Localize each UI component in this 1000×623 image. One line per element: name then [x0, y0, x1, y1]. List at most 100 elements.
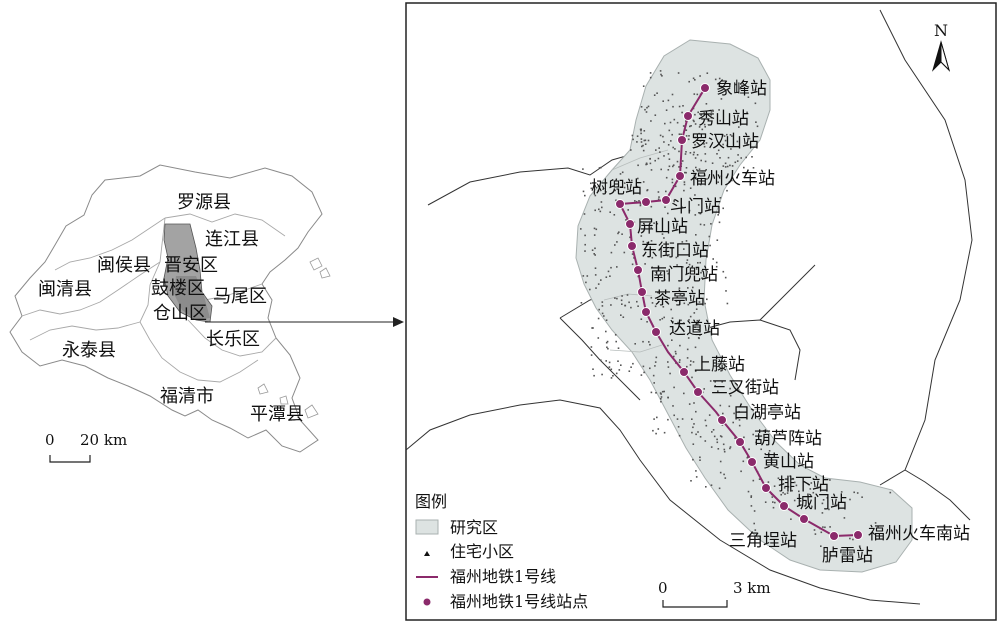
residential-point: [609, 211, 611, 213]
residential-point: [643, 139, 646, 142]
residential-point: [793, 499, 796, 502]
residential-point: [703, 143, 705, 145]
residential-point: [712, 429, 715, 431]
residential-point: [679, 359, 681, 361]
residential-point: [589, 288, 591, 291]
residential-point: [636, 135, 639, 137]
residential-point: [614, 189, 616, 192]
residential-point: [584, 234, 586, 237]
residential-point: [649, 76, 652, 79]
residential-point: [673, 200, 675, 203]
residential-point: [661, 317, 664, 320]
residential-point: [698, 126, 701, 128]
residential-point: [705, 424, 708, 427]
residential-point: [829, 526, 831, 528]
residential-point: [608, 366, 611, 368]
residential-point: [663, 237, 665, 239]
residential-point: [615, 199, 617, 202]
residential-point: [745, 172, 747, 175]
residential-point: [699, 212, 702, 215]
residential-point: [708, 414, 711, 416]
residential-point: [689, 187, 692, 189]
residential-point: [685, 262, 688, 264]
residential-point: [629, 236, 631, 239]
residential-point: [594, 209, 596, 212]
residential-point: [698, 168, 701, 170]
residential-point: [640, 235, 643, 237]
residential-point: [628, 370, 631, 372]
residential-point: [698, 132, 700, 135]
residential-point: [671, 339, 673, 341]
residential-point: [697, 329, 700, 331]
station-marker: [761, 483, 771, 493]
residential-point: [737, 417, 739, 419]
residential-point: [675, 300, 678, 302]
residential-point: [853, 491, 855, 494]
residential-point: [742, 460, 745, 463]
residential-point: [634, 343, 636, 345]
residential-point: [750, 496, 752, 498]
legend-label: 研究区: [450, 518, 498, 537]
overview-scale-bar: 0 20 km: [45, 431, 127, 463]
residential-point: [674, 148, 676, 150]
residential-point: [700, 177, 703, 180]
residential-point: [671, 178, 674, 181]
residential-point: [593, 227, 596, 230]
residential-point: [597, 190, 600, 192]
residential-point: [655, 392, 657, 394]
residential-point: [637, 305, 639, 307]
residential-point: [631, 253, 634, 255]
station-label: 秀山站: [698, 109, 749, 129]
station-label: 三叉街站: [711, 378, 779, 398]
residential-point: [644, 263, 646, 265]
residential-point: [655, 432, 657, 435]
study-district-shade: [174, 276, 210, 320]
residential-point: [737, 389, 739, 391]
residential-point: [638, 200, 640, 202]
residential-point: [705, 269, 707, 272]
station-marker: [637, 287, 647, 297]
residential-point: [677, 321, 679, 324]
residential-point: [640, 318, 643, 320]
residential-point: [642, 240, 645, 243]
residential-point: [720, 98, 723, 100]
residential-point: [618, 369, 621, 371]
residential-point: [617, 360, 619, 362]
residential-point: [642, 181, 645, 183]
residential-point: [699, 75, 701, 77]
residential-point: [594, 254, 596, 256]
detail-scale-bar: 0 3 km: [658, 579, 771, 608]
residential-point: [693, 176, 695, 179]
residential-point: [840, 491, 843, 493]
residential-point: [649, 162, 652, 165]
residential-point: [730, 148, 732, 150]
station-label: 排下站: [778, 475, 829, 495]
residential-point: [654, 365, 656, 367]
residential-point: [795, 484, 798, 487]
residential-point: [738, 126, 740, 128]
residential-point: [661, 390, 664, 393]
residential-point: [682, 125, 685, 127]
residential-point: [737, 154, 739, 156]
residential-point: [724, 477, 727, 479]
residential-point: [666, 254, 669, 257]
residential-point: [592, 368, 594, 370]
residential-point: [631, 179, 633, 182]
residential-point: [599, 210, 602, 213]
residential-point: [699, 223, 702, 226]
residential-point: [681, 111, 683, 114]
residential-point: [722, 165, 725, 167]
residential-point: [852, 538, 854, 541]
residential-point: [583, 213, 586, 215]
residential-point: [856, 492, 859, 494]
residential-point: [655, 356, 658, 359]
residential-point: [705, 169, 707, 171]
residential-point: [623, 182, 626, 184]
detail-map: 象峰站 秀山站 罗汉山站 福州火车站 斗门站 树兜站 屏山站 东街口站 南门兜站…: [405, 2, 997, 621]
residential-point: [622, 316, 625, 318]
residential-point: [601, 206, 603, 209]
residential-point: [621, 171, 624, 174]
station-labels: 象峰站 秀山站 罗汉山站 福州火车站 斗门站 树兜站 屏山站 东街口站 南门兜站…: [591, 79, 970, 566]
residential-point: [821, 502, 824, 505]
residential-point: [685, 240, 688, 242]
